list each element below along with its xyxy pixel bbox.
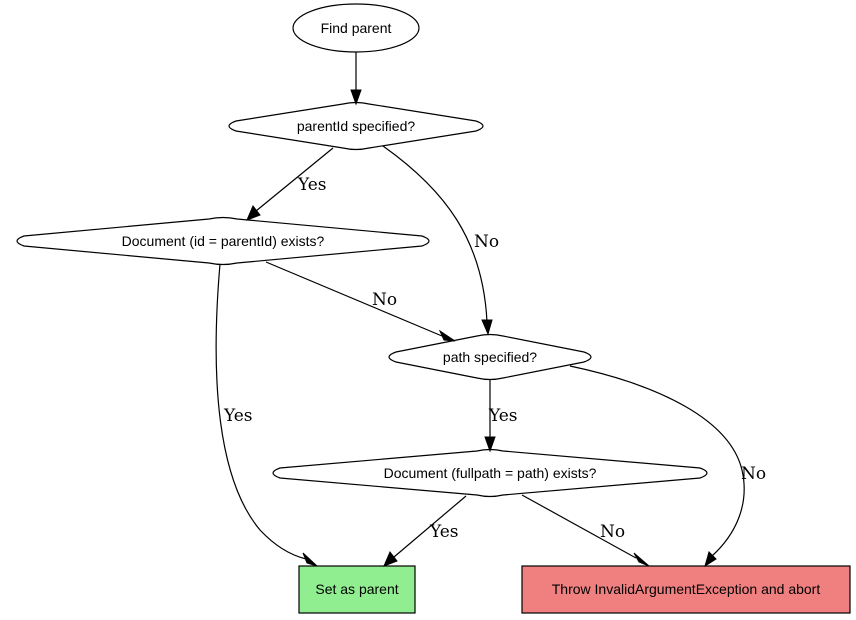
edge-label-yes: Yes	[429, 522, 459, 542]
edge-path-no: No	[569, 365, 766, 568]
arrowhead-icon	[350, 89, 362, 106]
node-find-parent: Find parent	[292, 3, 420, 53]
edge-line	[265, 261, 443, 337]
node-document-fullpath-exists-label: Document (fullpath = path) exists?	[384, 465, 597, 481]
node-parentid-specified: parentId specified?	[228, 101, 484, 151]
edge-label-yes: Yes	[223, 406, 253, 426]
edge-line	[215, 263, 307, 560]
edge-label-no: No	[741, 464, 766, 484]
arrowhead-icon	[484, 436, 496, 453]
node-throw-exception-shape	[521, 565, 851, 614]
arrowhead-icon	[302, 552, 318, 567]
edge-document-id-yes: Yes	[215, 263, 318, 567]
node-path-specified-label: path specified?	[443, 349, 537, 365]
node-set-as-parent: Set as parent	[298, 565, 416, 614]
node-set-as-parent-shape	[298, 565, 416, 614]
edge-line	[255, 147, 334, 212]
edge-label-no: No	[474, 232, 499, 252]
arrowhead-icon	[438, 329, 456, 342]
node-parentid-specified-label: parentId specified?	[297, 118, 416, 134]
arrowhead-icon	[383, 551, 398, 567]
node-document-id-exists-label: Document (id = parentId) exists?	[122, 233, 325, 249]
edge-line	[393, 495, 467, 558]
node-path-specified-shape	[388, 333, 592, 381]
node-path-specified: path specified?	[388, 333, 592, 381]
arrowhead-icon	[481, 319, 493, 336]
edge-line	[521, 494, 637, 559]
edge-find-parent-to-parentid-specified	[350, 52, 362, 106]
node-throw-exception: Throw InvalidArgumentException and abort	[521, 565, 851, 614]
node-document-fullpath-exists-shape	[272, 448, 708, 498]
node-throw-exception-label: Throw InvalidArgumentException and abort	[552, 581, 821, 597]
node-document-id-exists-shape	[16, 216, 430, 266]
edge-label-no: No	[600, 522, 625, 542]
node-document-id-exists: Document (id = parentId) exists?	[16, 216, 430, 266]
edge-label-no: No	[372, 290, 397, 310]
edge-document-fullpath-yes: Yes	[383, 495, 467, 567]
node-find-parent-label: Find parent	[321, 20, 392, 36]
arrowhead-icon	[704, 551, 717, 568]
node-parentid-specified-shape	[228, 101, 484, 151]
edge-document-fullpath-no: No	[521, 494, 650, 567]
node-document-fullpath-exists: Document (fullpath = path) exists?	[272, 448, 708, 498]
edge-line	[569, 365, 745, 557]
edge-parentid-yes: Yes	[246, 147, 334, 221]
edge-label-yes: Yes	[488, 406, 518, 426]
edge-parentid-no: No	[382, 145, 499, 336]
node-set-as-parent-label: Set as parent	[315, 581, 398, 597]
arrowhead-icon	[246, 205, 261, 221]
edge-line	[382, 145, 488, 323]
arrowhead-icon	[633, 552, 650, 567]
edge-document-id-no: No	[265, 261, 456, 342]
edge-path-yes: Yes	[484, 380, 518, 453]
edge-label-yes: Yes	[297, 175, 327, 195]
